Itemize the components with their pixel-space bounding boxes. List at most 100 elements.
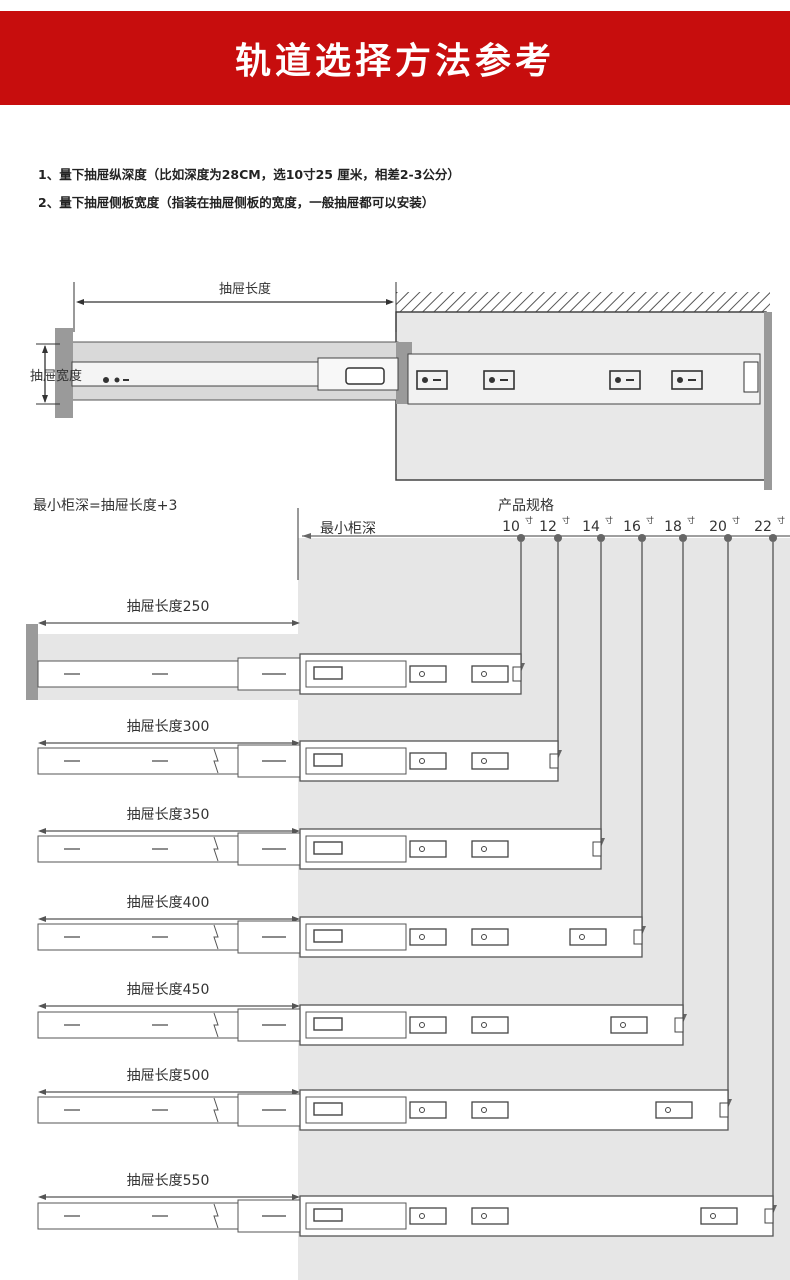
row-2-slot-hole-0: [419, 846, 425, 852]
row-outer-rail-5: [299, 1089, 729, 1131]
note-depth: 1、量下抽屉纵深度（比如深度为28CM，选10寸25 厘米，相差2-3公分）: [38, 167, 460, 182]
row-label-2: 抽屉长度350: [127, 807, 210, 823]
row-end-clip-5: [719, 1102, 729, 1118]
row-arrow-right-6: [292, 1194, 300, 1200]
rail-slot-dots: [103, 377, 696, 383]
size-dot-12: [554, 534, 562, 542]
row-label-6: 抽屉长度550: [127, 1173, 210, 1189]
row-arrow-right-0: [292, 620, 300, 626]
size-dot-14: [597, 534, 605, 542]
size-unit-14: 寸: [605, 515, 613, 525]
row-end-clip-6: [764, 1208, 774, 1224]
row-middle-rail-2: [237, 832, 301, 866]
row-label-0: 抽屉长度250: [127, 599, 210, 615]
row-label-3: 抽屉长度400: [127, 895, 210, 911]
row-6-slot-hole-2: [710, 1213, 716, 1219]
size-unit-10: 寸: [525, 515, 533, 525]
row-0-slot-1: [471, 665, 509, 683]
row-0-slot-hole-1: [481, 671, 487, 677]
row-lock-0: [305, 660, 407, 688]
row-1-slot-hole-1: [481, 758, 487, 764]
row-break-1: [213, 748, 219, 774]
row-arrow-left-3: [38, 916, 46, 922]
size-unit-16: 寸: [646, 515, 654, 525]
size-label-16: 16: [623, 519, 641, 535]
drawer-front: [55, 328, 73, 418]
row-lock-6: [305, 1202, 407, 1230]
min-depth-label: 最小柜深: [320, 521, 376, 537]
row-lock-1: [305, 747, 407, 775]
row-lock-detail-0: [313, 666, 343, 680]
row-label-4: 抽屉长度450: [127, 982, 210, 998]
row-4-slot-0: [409, 1016, 447, 1034]
row-5-slot-hole-2: [665, 1107, 671, 1113]
rail-lock: [345, 367, 385, 385]
row-arrow-left-0: [38, 620, 46, 626]
row-lock-detail-5: [313, 1102, 343, 1116]
size-label-20: 20: [709, 519, 727, 535]
row-break-5: [213, 1097, 219, 1123]
cabinet-wall: [764, 312, 772, 490]
rail-end-clip: [743, 361, 759, 393]
drawer-front-bar: [26, 624, 38, 700]
note-width: 2、量下抽屉侧板宽度（指装在抽屉侧板的宽度，一般抽屉都可以安装）: [38, 195, 435, 210]
row-break-6: [213, 1203, 219, 1229]
row-5-slot-hole-1: [481, 1107, 487, 1113]
row-3-slot-0: [409, 928, 447, 946]
header-banner: 轨道选择方法参考: [0, 11, 790, 105]
size-label-12: 12: [539, 519, 557, 535]
row-2-slot-0: [409, 840, 447, 858]
row-arrow-left-2: [38, 828, 46, 834]
row-3-slot-hole-1: [481, 934, 487, 940]
row-1-slot-0: [409, 752, 447, 770]
row-lock-2: [305, 835, 407, 863]
row-6-slot-1: [471, 1207, 509, 1225]
length-label: 抽屉长度: [219, 281, 271, 297]
row-lock-detail-1: [313, 753, 343, 767]
row-6-slot-hole-0: [419, 1213, 425, 1219]
row-lock-detail-2: [313, 841, 343, 855]
row-break-2: [213, 836, 219, 862]
row-0-slot-hole-0: [419, 671, 425, 677]
size-dot-18: [679, 534, 687, 542]
rail-outer: [407, 353, 761, 405]
row-break-3: [213, 924, 219, 950]
row-label-1: 抽屉长度300: [127, 719, 210, 735]
row-1-slot-hole-0: [419, 758, 425, 764]
row-end-clip-3: [633, 929, 643, 945]
row-lock-4: [305, 1011, 407, 1039]
row-4-slot-hole-2: [620, 1022, 626, 1028]
row-outer-rail-6: [299, 1195, 774, 1237]
row-5-slot-hole-0: [419, 1107, 425, 1113]
row-arrow-left-6: [38, 1194, 46, 1200]
row-outer-rail-2: [299, 828, 602, 870]
row-end-clip-1: [549, 753, 559, 769]
row-inner-rail-2: [37, 835, 239, 863]
row-1-slot-1: [471, 752, 509, 770]
row-arrow-left-5: [38, 1089, 46, 1095]
width-label: 抽屉宽度: [30, 368, 82, 384]
formula-text: 最小柜深=抽屉长度+3: [33, 498, 177, 514]
cabinet-depth-shade: [298, 538, 790, 1280]
row-6-slot-0: [409, 1207, 447, 1225]
row-5-slot-1: [471, 1101, 509, 1119]
row-lock-5: [305, 1096, 407, 1124]
size-unit-22: 寸: [777, 515, 785, 525]
row-4-slot-1: [471, 1016, 509, 1034]
row-lock-3: [305, 923, 407, 951]
row-4-slot-hole-0: [419, 1022, 425, 1028]
row-3-slot-hole-2: [579, 934, 585, 940]
row-2-slot-1: [471, 840, 509, 858]
size-unit-12: 寸: [562, 515, 570, 525]
size-unit-20: 寸: [732, 515, 740, 525]
size-dot-22: [769, 534, 777, 542]
size-dot-16: [638, 534, 646, 542]
row-lock-detail-4: [313, 1017, 343, 1031]
row-5-slot-2: [655, 1101, 693, 1119]
row-2-slot-hole-1: [481, 846, 487, 852]
row-lock-detail-3: [313, 929, 343, 943]
size-label-14: 14: [582, 519, 600, 535]
cabinet-top-hatch: [396, 292, 770, 312]
row-4-slot-hole-1: [481, 1022, 487, 1028]
